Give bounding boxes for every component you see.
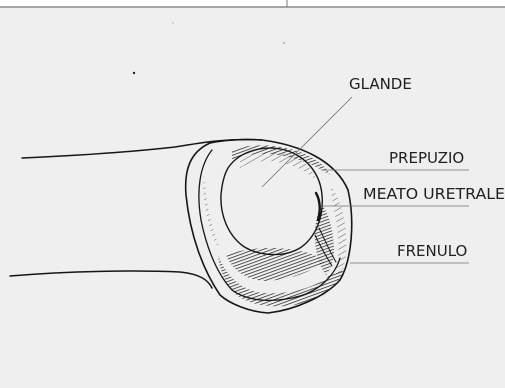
- label-frenulo: FRENULO: [397, 242, 467, 260]
- speck: [133, 72, 135, 74]
- speck: [283, 42, 284, 43]
- label-glande: GLANDE: [349, 75, 412, 93]
- label-prepuzio: PREPUZIO: [389, 149, 464, 167]
- label-meato-uretrale: MEATO URETRALE: [363, 185, 505, 203]
- speck: [173, 23, 174, 24]
